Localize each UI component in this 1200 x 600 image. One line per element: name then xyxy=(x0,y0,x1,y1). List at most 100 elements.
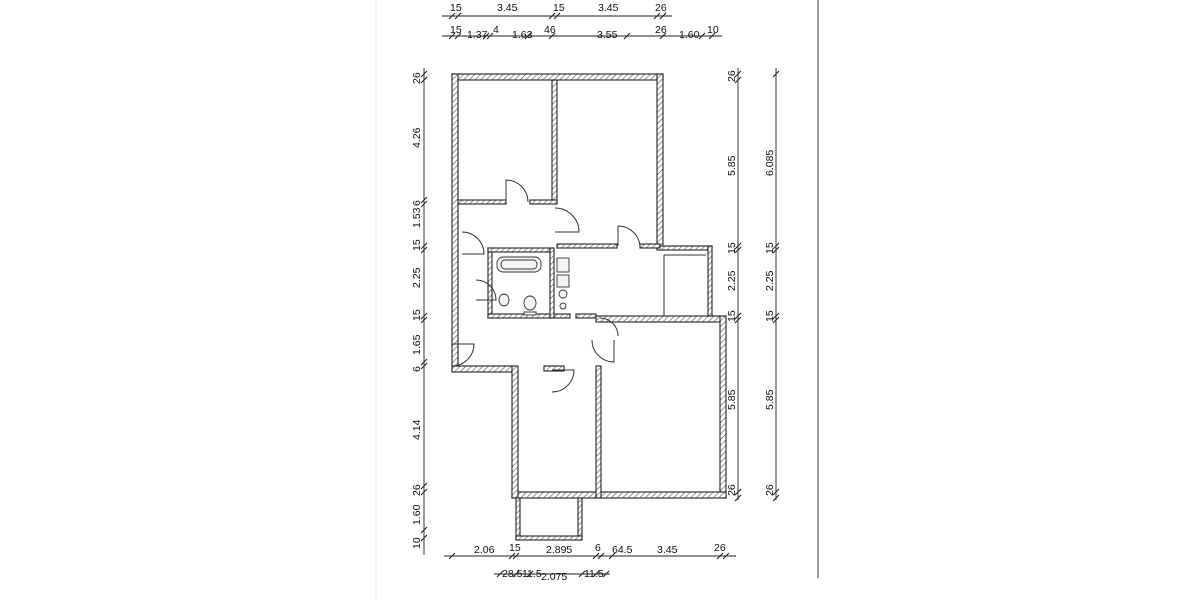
dim-label: 2.25 xyxy=(764,270,776,291)
dim-label: 15 xyxy=(764,242,776,254)
dimension-tick xyxy=(548,12,556,20)
dim-label: 4.14 xyxy=(411,419,423,440)
dimension-tick xyxy=(734,312,742,320)
dimension-tick xyxy=(772,70,780,78)
dimension-tick xyxy=(772,312,780,320)
dimension-tick xyxy=(716,552,724,560)
dimension-tick xyxy=(448,552,456,560)
dimension-tick xyxy=(734,494,742,502)
stove-icon xyxy=(558,289,568,299)
dim-label: 1.37 xyxy=(467,29,488,41)
dimension-tick xyxy=(420,76,428,84)
wall-kitchen-top-2 xyxy=(639,243,661,249)
dimension-lines xyxy=(423,15,777,575)
door-bath xyxy=(475,279,497,301)
door-bedroom-right xyxy=(554,207,580,233)
dim-label: 1.63 xyxy=(512,29,533,41)
wall-west xyxy=(451,73,459,373)
wall-south-west xyxy=(451,365,513,373)
dims-bottom-row-1: 2.06 15 2.895 6 64.5 3.45 26 xyxy=(474,542,726,556)
wall-bath-top xyxy=(487,247,551,253)
dims-bottom-row-2: 28.5 11.5 2.075 11.5 xyxy=(502,568,604,583)
dimension-tick xyxy=(772,494,780,502)
dim-label: 26 xyxy=(411,484,423,496)
dim-label: 3.45 xyxy=(657,544,678,556)
dims-left-column: 26 4.26 6 1.53 15 2.25 15 1.65 6 4.14 26… xyxy=(411,72,423,549)
dim-label: 26 xyxy=(726,70,738,82)
dim-label: 4.26 xyxy=(411,127,423,148)
dimension-tick xyxy=(420,242,428,250)
dimension-tick xyxy=(597,552,605,560)
dimension-tick xyxy=(578,570,586,578)
dim-label: 15 xyxy=(553,2,565,14)
dimension-tick xyxy=(448,12,456,20)
dimension-tick xyxy=(526,570,534,578)
door-living xyxy=(591,339,615,363)
dimension-tick xyxy=(722,552,730,560)
dimension-tick xyxy=(420,488,428,496)
dimension-tick xyxy=(734,76,742,84)
dim-label: 1.60 xyxy=(411,504,423,525)
bathroom-fixtures xyxy=(496,256,570,316)
wall-bath-east xyxy=(549,247,555,319)
dimension-tick xyxy=(482,32,490,40)
dim-label: 26 xyxy=(714,542,726,554)
wall-bath-west xyxy=(487,247,493,319)
wall-closet-top xyxy=(457,199,507,205)
dimension-tick xyxy=(512,570,520,578)
dims-right-column-2: 6.085 15 2.25 15 5.85 26 xyxy=(764,150,776,496)
dimension-tick xyxy=(548,32,556,40)
dimension-tick xyxy=(508,552,516,560)
dims-right-column-1: 26 5.85 15 2.25 15 5.85 26 xyxy=(726,70,738,496)
door-wc xyxy=(599,317,619,337)
dim-label: 15 xyxy=(764,310,776,322)
wall-hall-south xyxy=(543,365,565,372)
dim-label: 2.075 xyxy=(541,571,567,583)
balcony-wall-right xyxy=(707,245,713,317)
door-bedroom-lower xyxy=(551,369,575,393)
dimension-tick xyxy=(553,12,561,20)
dim-label: 15 xyxy=(450,24,462,36)
dim-label: 1.53 xyxy=(411,207,423,228)
dim-label: 5.85 xyxy=(764,389,776,410)
dim-label: 26 xyxy=(411,72,423,84)
dimension-tick xyxy=(420,312,428,320)
wall-south xyxy=(511,491,727,499)
door-closet xyxy=(461,231,485,255)
dim-label: 1.60 xyxy=(679,29,700,41)
dim-label: 26 xyxy=(726,484,738,496)
dimension-tick xyxy=(420,534,428,542)
dimension-tick xyxy=(448,32,456,40)
dim-label: 15 xyxy=(509,542,521,554)
dim-label: 3.55 xyxy=(597,29,618,41)
dim-label: 10 xyxy=(411,537,423,549)
dimension-tick xyxy=(623,32,631,40)
dimension-tick xyxy=(454,12,462,20)
wall-closet-top-2 xyxy=(529,199,558,205)
dim-label: 10 xyxy=(707,24,719,36)
dim-label: 3.45 xyxy=(598,2,619,14)
dimension-tick xyxy=(486,32,494,40)
wall-kitchen-bottom xyxy=(575,313,597,319)
wall-kitchen-top xyxy=(556,243,618,249)
dimension-tick xyxy=(420,70,428,78)
dimension-tick xyxy=(734,246,742,254)
dimension-tick xyxy=(772,316,780,324)
dimension-tick xyxy=(496,570,504,578)
wall-right-wing-top xyxy=(595,315,727,323)
dim-label: 1.65 xyxy=(411,334,423,355)
dimension-tick xyxy=(420,200,428,208)
dim-label: 6 xyxy=(411,366,423,372)
dim-label: 4 xyxy=(493,24,499,36)
dim-label: 6 xyxy=(411,200,423,206)
dim-label: 46 xyxy=(544,24,556,36)
dim-label: 28.5 xyxy=(502,568,523,580)
door-bedroom-left xyxy=(505,179,529,203)
dimension-tick xyxy=(454,32,462,40)
dim-label: 11.5 xyxy=(584,568,604,580)
dimension-tick xyxy=(772,488,780,496)
dimension-tick xyxy=(734,242,742,250)
doors xyxy=(451,179,641,393)
dimension-tick xyxy=(772,246,780,254)
